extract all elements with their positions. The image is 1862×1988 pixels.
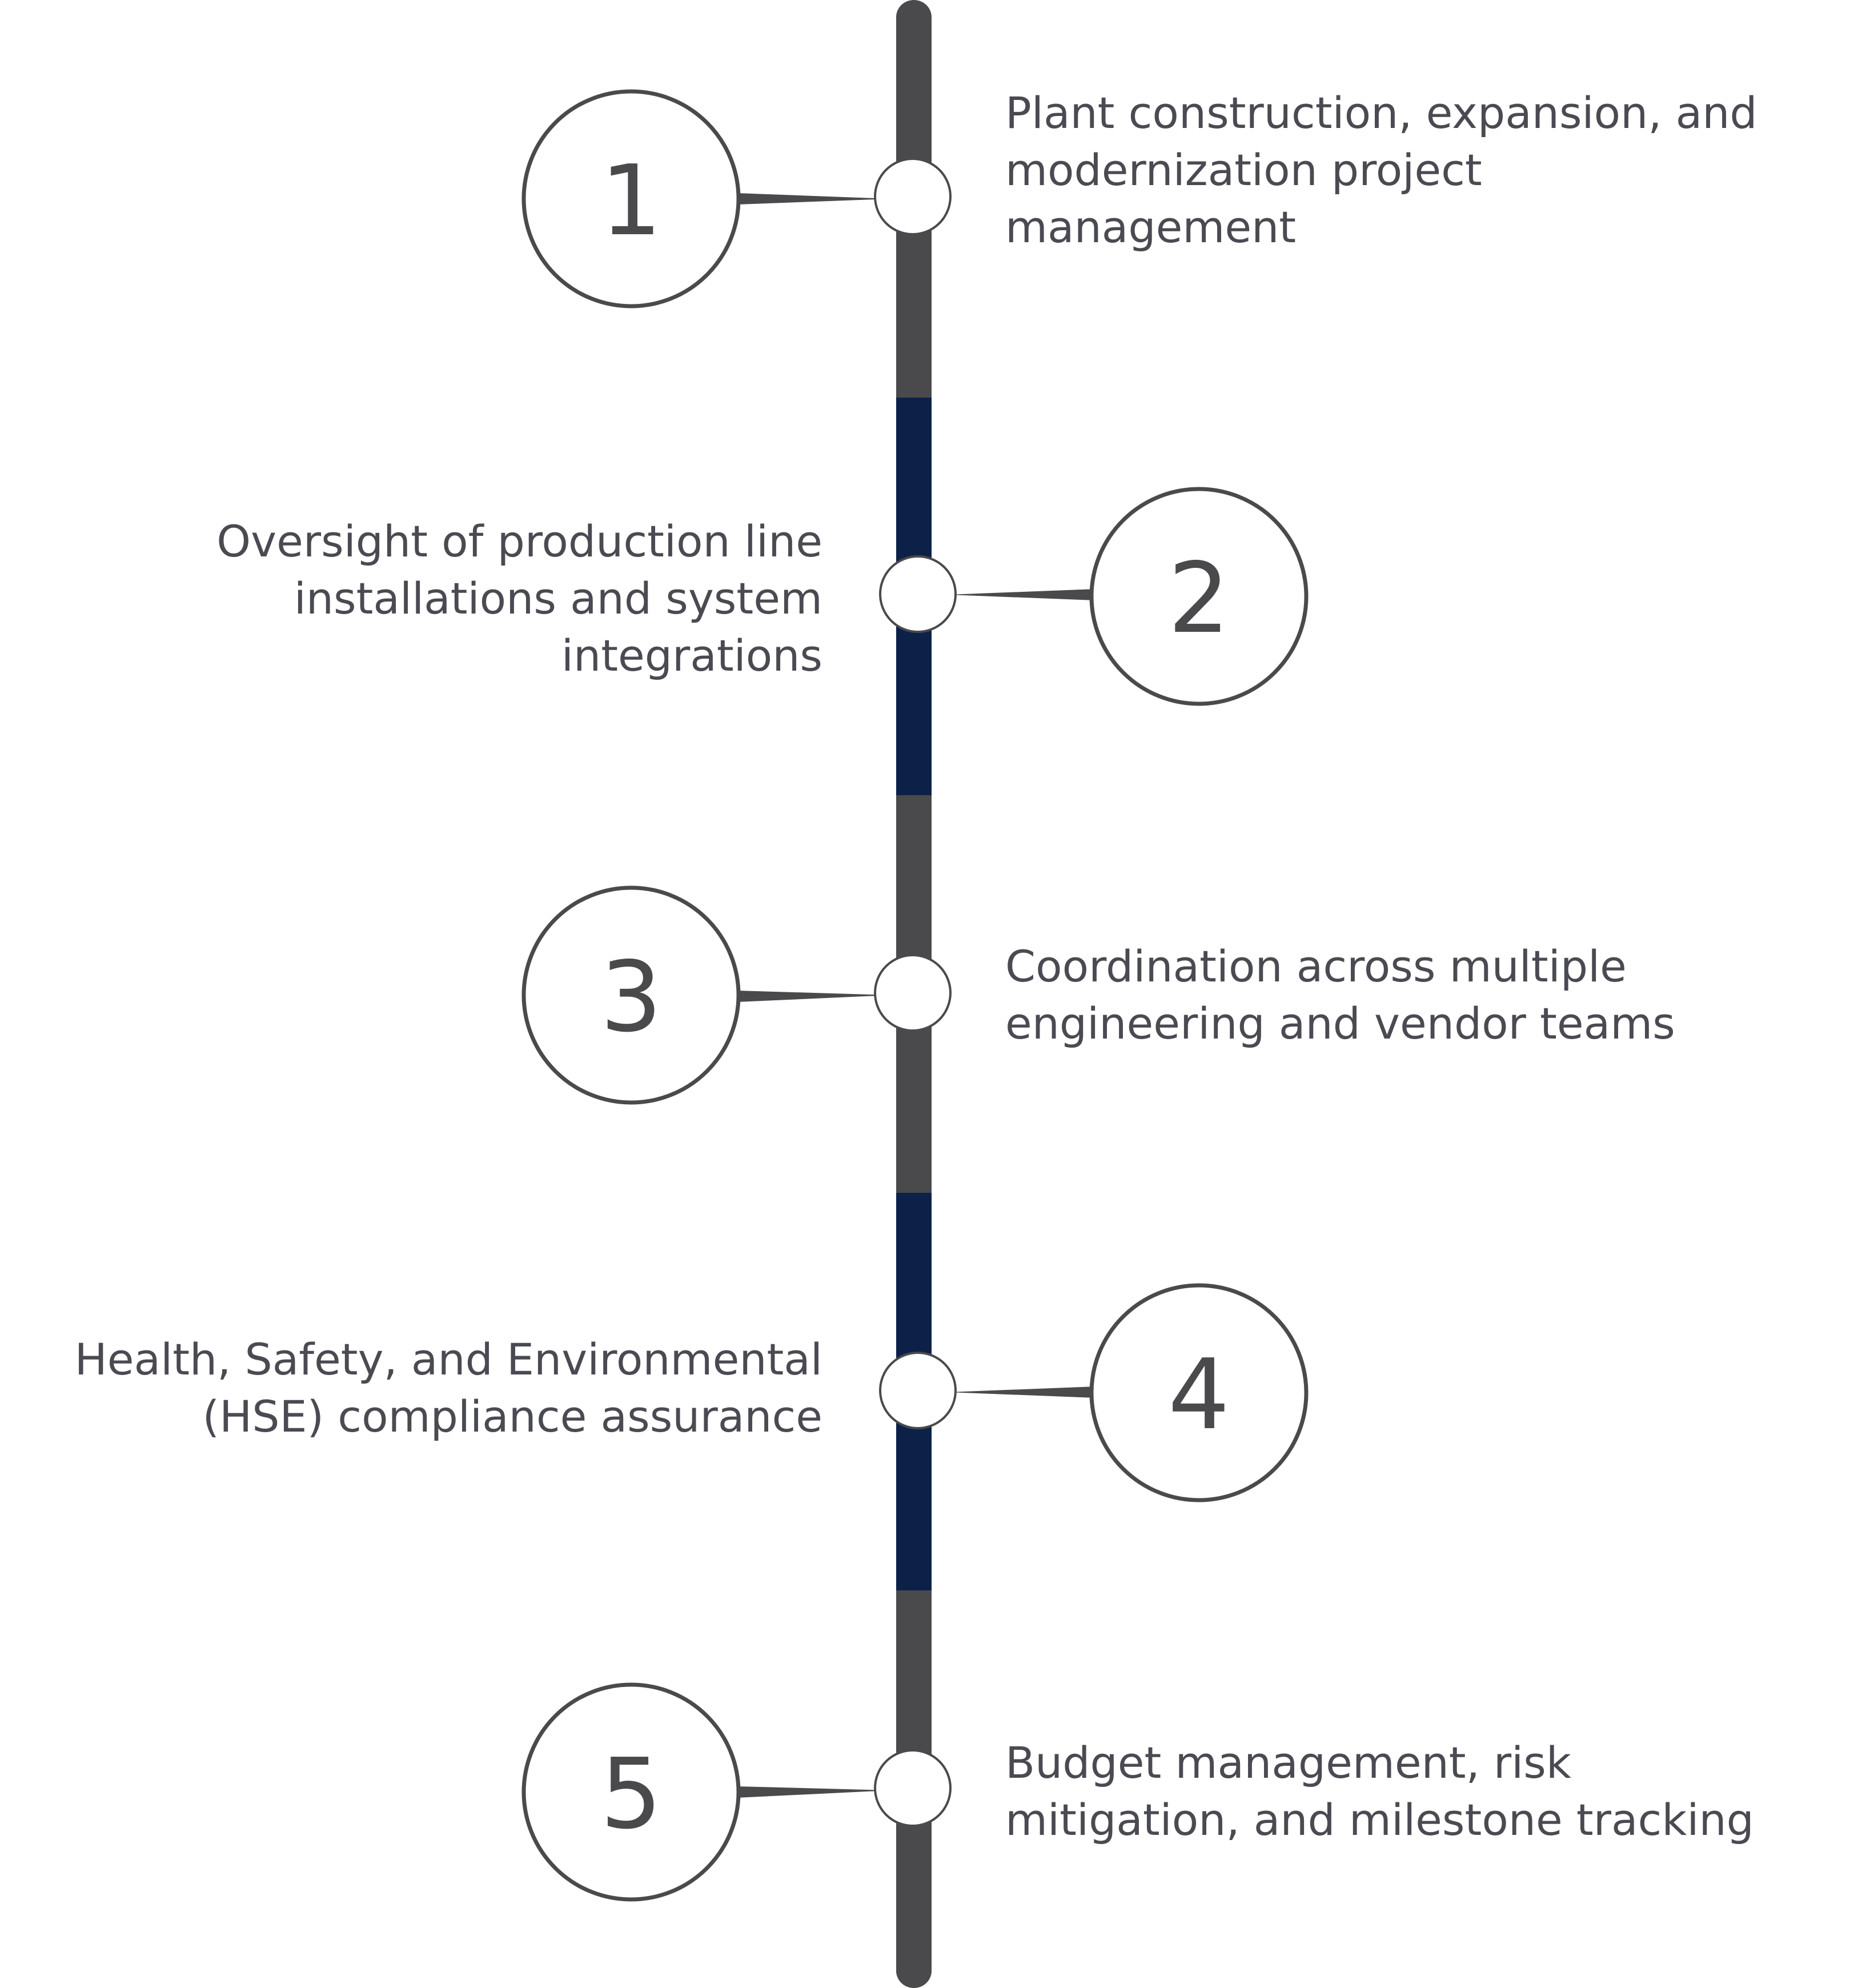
step-3-line-2: engineering and vendor teams (1005, 998, 1675, 1049)
step-4-node (879, 1352, 957, 1429)
step-3-connector (737, 991, 891, 1002)
step-2-line-2: installations and system (294, 573, 822, 624)
step-3-number-circle (521, 885, 741, 1105)
step-5-node (874, 1749, 952, 1827)
step-1-node (874, 158, 952, 235)
step-1-line-3: management (1005, 202, 1297, 252)
timeline-step-1: 1 (521, 89, 952, 308)
timeline-step-5: 5 (521, 1682, 952, 1902)
step-4-line-2: (HSE) compliance assurance (202, 1391, 822, 1442)
step-1-connector (737, 193, 891, 205)
step-1-number: 1 (600, 145, 662, 258)
step-2-line-1: Oversight of production line (216, 516, 822, 567)
step-2-number: 2 (1168, 542, 1230, 655)
step-5-line-1: Budget management, risk (1005, 1737, 1571, 1788)
step-2-node (879, 555, 957, 633)
step-3-description: Coordination across multiple engineering… (1005, 938, 1675, 1052)
step-1-line-2: modernization project (1005, 145, 1482, 195)
step-4-description: Health, Safety, and Environmental (HSE) … (75, 1331, 822, 1445)
step-3-number: 3 (600, 941, 662, 1054)
step-5-number: 5 (600, 1738, 662, 1851)
step-3-line-1: Coordination across multiple (1005, 941, 1627, 992)
step-3-node (874, 954, 952, 1032)
step-4-number-circle (1089, 1283, 1309, 1502)
step-2-description: Oversight of production line installatio… (216, 513, 822, 684)
step-2-line-3: integrations (561, 630, 822, 681)
step-1-line-1: Plant construction, expansion, and (1005, 87, 1757, 138)
step-1-description: Plant construction, expansion, and moder… (1005, 85, 1757, 256)
step-1-number-circle (521, 89, 741, 308)
step-4-connector (948, 1386, 1097, 1398)
spine-cap-bottom (896, 1954, 932, 1988)
step-2-connector (948, 589, 1097, 600)
timeline-step-3: 3 (521, 885, 952, 1105)
step-5-line-2: mitigation, and milestone tracking (1005, 1794, 1754, 1845)
step-4-number: 4 (1168, 1338, 1230, 1452)
step-5-connector (737, 1786, 891, 1798)
step-2-number-circle (1089, 487, 1309, 706)
step-5-number-circle (521, 1682, 741, 1902)
timeline-step-2: 2 (879, 487, 1309, 706)
step-4-line-1: Health, Safety, and Environmental (74, 1334, 822, 1385)
timeline-step-4: 4 (879, 1283, 1309, 1502)
step-5-description: Budget management, risk mitigation, and … (1005, 1734, 1754, 1849)
